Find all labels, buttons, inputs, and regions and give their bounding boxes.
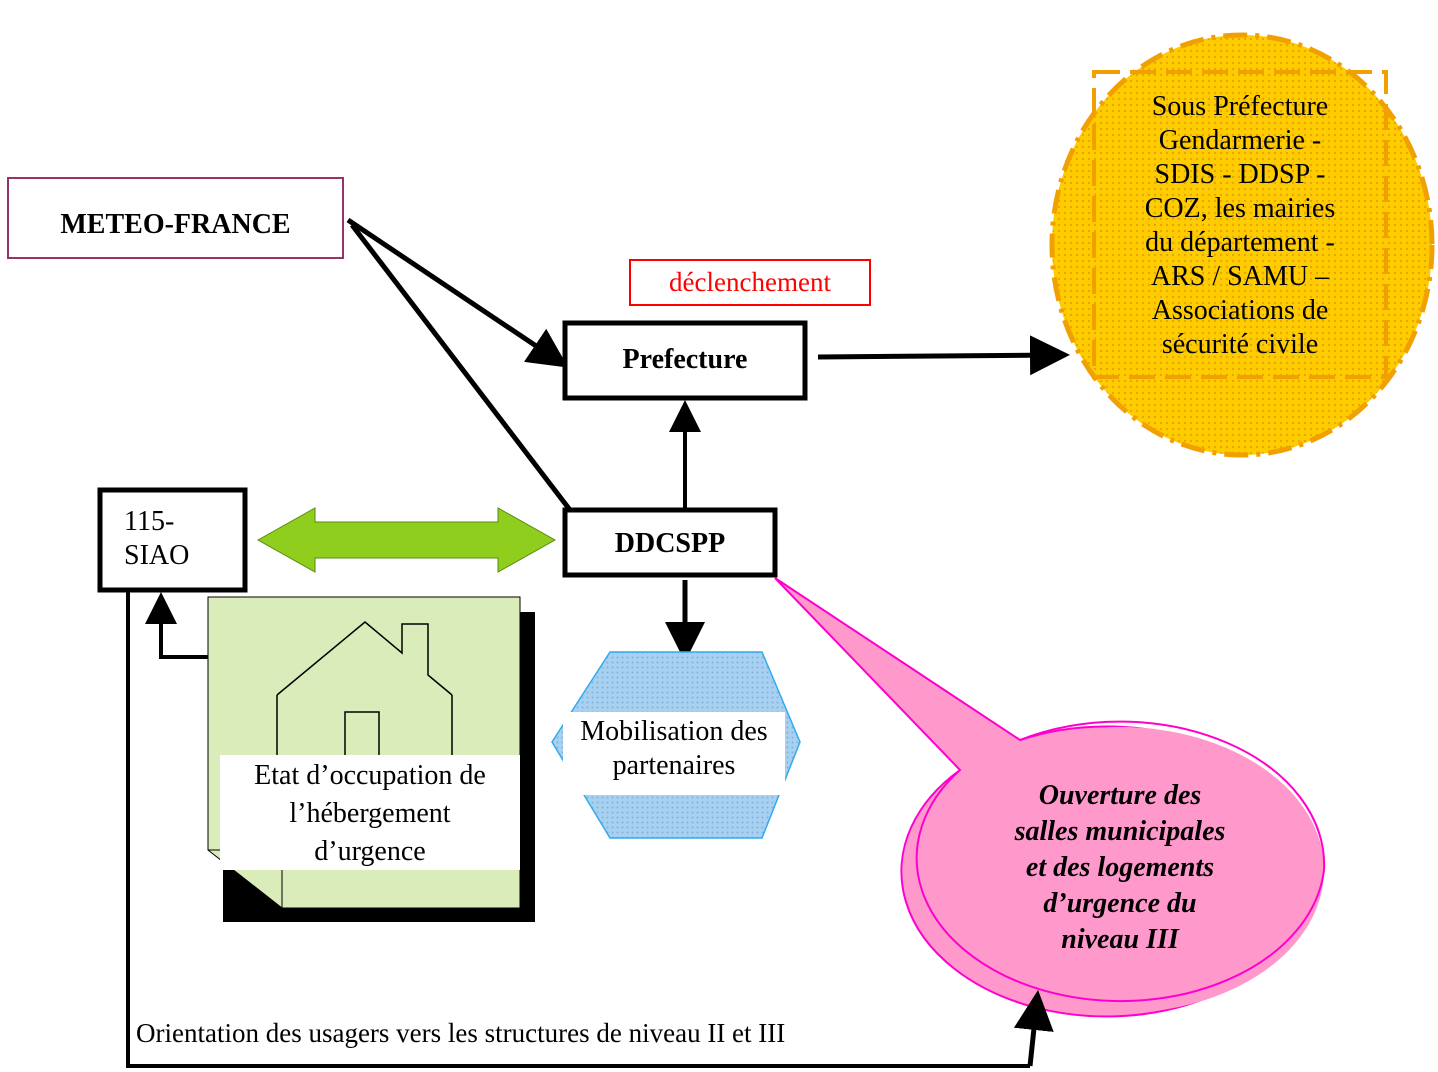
partners-label: Sous Préfecture Gendarmerie - SDIS - DDS… (1144, 91, 1336, 360)
opening-label: Ouverture des salles municipales et des … (1014, 780, 1226, 955)
meteo-to-prefecture-arrow (346, 217, 569, 368)
prefecture-to-partners-arrow (817, 335, 1070, 376)
siao-ddcspp-double-arrow (256, 507, 557, 573)
occupancy-text-box (220, 755, 520, 870)
trigger-box (629, 259, 871, 306)
occupancy-label: Etat d’occupation de l’hébergement d’urg… (254, 760, 486, 867)
occupancy-to-siao-arrow (145, 592, 208, 659)
ddcspp-label: DDCSPP (614, 528, 726, 559)
ddcspp-box (562, 507, 778, 578)
orientation-connector (126, 590, 1030, 1068)
orientation-to-opening-arrow (1013, 990, 1054, 1067)
siao-label: 115- SIAO (124, 506, 190, 571)
trigger-label: déclenchement (669, 267, 831, 297)
prefecture-label: Prefecture (622, 344, 748, 375)
mobilisation-label: Mobilisation des partenaires (580, 716, 768, 781)
meteo-to-ddcspp-line (350, 223, 572, 512)
siao-box (97, 487, 248, 593)
meteo-label: METEO-FRANCE (60, 209, 291, 240)
prefecture-box (562, 320, 808, 401)
orientation-label: Orientation des usagers vers les structu… (136, 1018, 786, 1048)
partners-circle (1049, 32, 1435, 458)
house-icon (276, 621, 453, 763)
meteo-box (7, 177, 344, 259)
